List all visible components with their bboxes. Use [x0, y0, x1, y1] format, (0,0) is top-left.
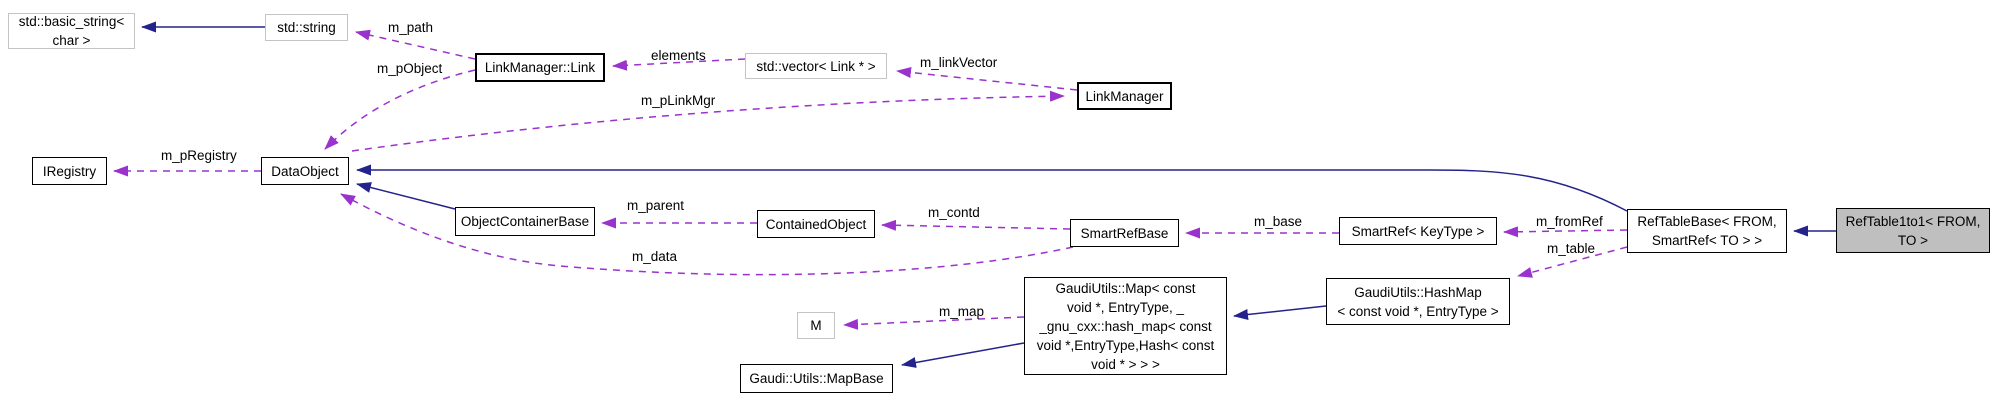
- node-gaudiutils-map[interactable]: GaudiUtils::Map< const void *, EntryType…: [1024, 277, 1227, 375]
- node-linkmanager[interactable]: LinkManager: [1077, 82, 1172, 110]
- edge-inherit-objectcontainerbase-to-dataobject: [356, 182, 456, 210]
- edge-inherit-gaudimap-to-mapbase: [901, 342, 1025, 368]
- edge-usage-elements: [612, 58, 746, 71]
- node-gaudiutils-hashmap[interactable]: GaudiUtils::HashMap < const void *, Entr…: [1326, 278, 1510, 325]
- edge-label-m-plinkmgr: m_pLinkMgr: [641, 93, 716, 108]
- node-reftable1to1-focus: RefTable1to1< FROM, TO >: [1836, 208, 1990, 253]
- edge-inherit-reftablebase-to-dataobject: [356, 164, 1628, 212]
- edge-label-elements: elements: [651, 48, 706, 63]
- node-objectcontainerbase[interactable]: ObjectContainerBase: [455, 207, 595, 236]
- edge-label-m-table: m_table: [1547, 241, 1596, 256]
- node-std-vector-link: std::vector< Link * >: [745, 53, 887, 79]
- node-smartref-keytype[interactable]: SmartRef< KeyType >: [1339, 217, 1497, 245]
- node-std-string: std::string: [265, 14, 348, 41]
- node-containedobject[interactable]: ContainedObject: [757, 210, 875, 238]
- edge-usage-m-data: [340, 193, 1074, 276]
- edge-usage-m-fromref: [1503, 226, 1628, 238]
- edge-label-m-map: m_map: [939, 304, 985, 319]
- edge-label-m-parent: m_parent: [627, 198, 685, 213]
- node-linkmanager-link[interactable]: LinkManager::Link: [475, 53, 605, 82]
- edge-usage-m-linkvector: [896, 67, 1078, 91]
- node-smartrefbase[interactable]: SmartRefBase: [1070, 219, 1179, 247]
- edge-usage-m-table: [1517, 246, 1628, 278]
- edge-label-m-fromref: m_fromRef: [1536, 214, 1603, 229]
- edge-label-m-linkvector: m_linkVector: [920, 55, 998, 70]
- node-dataobject[interactable]: DataObject: [261, 157, 349, 185]
- edge-label-m-path: m_path: [388, 20, 434, 35]
- edge-label-m-data: m_data: [632, 249, 678, 264]
- edge-usage-m-contd: [881, 219, 1071, 231]
- edge-label-m-base: m_base: [1254, 214, 1303, 229]
- edge-inherit-hashmap-to-gaudimap: [1233, 305, 1327, 320]
- edge-label-m-pregistry: m_pRegistry: [161, 148, 237, 163]
- node-m-template-param: M: [797, 312, 835, 339]
- edge-usage-m-plinkmgr: [351, 90, 1065, 152]
- edge-label-m-pobject: m_pObject: [377, 61, 443, 76]
- node-gaudi-utils-mapbase[interactable]: Gaudi::Utils::MapBase: [740, 364, 893, 393]
- edge-usage-m-pobject: [324, 69, 476, 150]
- node-iregistry[interactable]: IRegistry: [32, 157, 107, 185]
- edge-label-m-contd: m_contd: [928, 205, 980, 220]
- node-reftablebase[interactable]: RefTableBase< FROM, SmartRef< TO > >: [1627, 209, 1787, 253]
- node-std-basic-string: std::basic_string< char >: [8, 13, 135, 49]
- edge-usage-m-path: [355, 29, 476, 60]
- edge-usage-m-map: [843, 316, 1025, 330]
